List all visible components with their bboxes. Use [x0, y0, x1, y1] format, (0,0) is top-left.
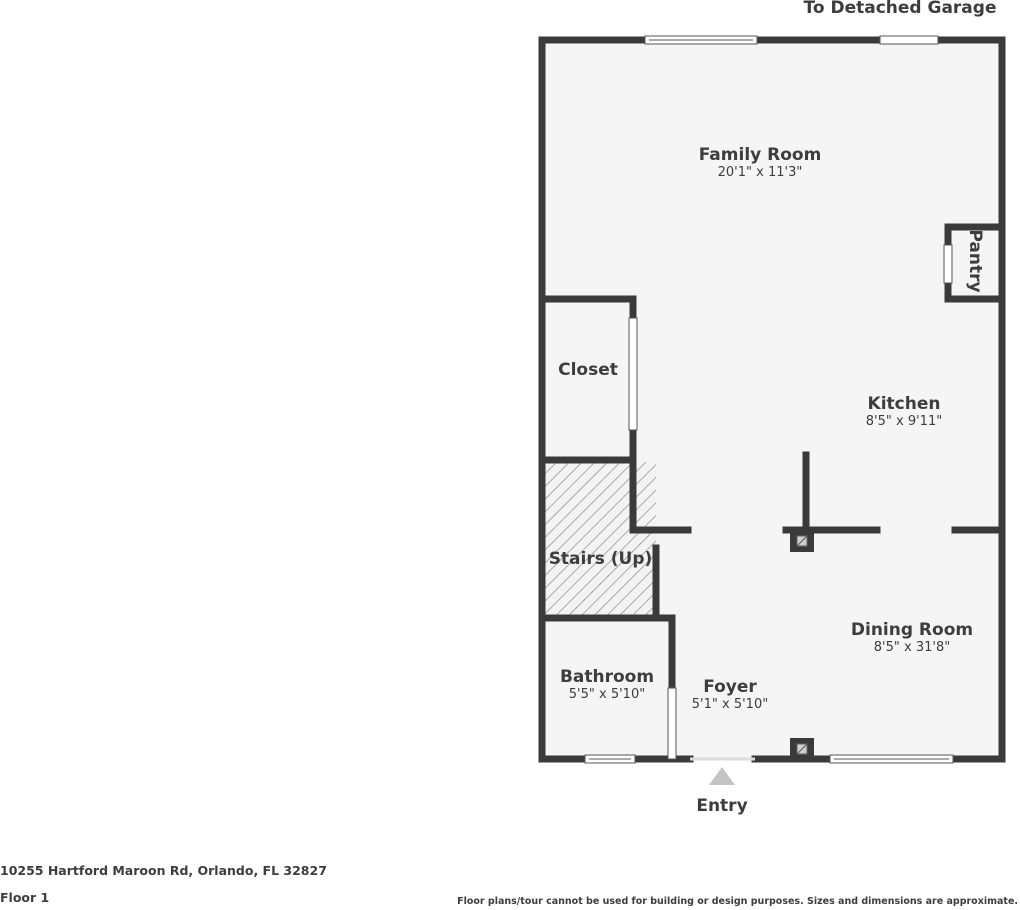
entry-arrow-icon [709, 767, 735, 785]
family-room-name: Family Room [698, 145, 822, 165]
foyer-name: Foyer [703, 677, 757, 697]
kitchen-label: Kitchen 8'5" x 9'11" [804, 394, 1004, 429]
kitchen-dims: 8'5" x 9'11" [865, 414, 943, 429]
family-room-label: Family Room 20'1" x 11'3" [660, 145, 860, 180]
dining-room-dims: 8'5" x 31'8" [873, 640, 951, 655]
floor-text: Floor 1 [0, 890, 50, 905]
foyer-label: Foyer 5'1" x 5'10" [680, 677, 780, 712]
stairs-label: Stairs (Up) [548, 549, 653, 569]
foyer-dims: 5'1" x 5'10" [691, 697, 769, 712]
top-label: To Detached Garage [803, 0, 997, 18]
dining-room-name: Dining Room [850, 620, 974, 640]
floor-area [542, 40, 1002, 759]
stairs-area [545, 462, 656, 615]
kitchen-name: Kitchen [867, 394, 941, 414]
closet-label: Closet [558, 360, 618, 380]
bathroom-name: Bathroom [559, 667, 655, 687]
address-text: 10255 Hartford Maroon Rd, Orlando, FL 32… [0, 863, 327, 878]
entry-label: Entry [696, 796, 748, 816]
disclaimer-text: Floor plans/tour cannot be used for buil… [457, 896, 1018, 907]
dining-room-label: Dining Room 8'5" x 31'8" [812, 620, 1012, 655]
windows [584, 35, 954, 764]
bathroom-label: Bathroom 5'5" x 5'10" [545, 667, 669, 702]
bathroom-dims: 5'5" x 5'10" [568, 687, 646, 702]
columns [790, 530, 814, 760]
pantry-label: Pantry [965, 229, 985, 293]
family-room-dims: 20'1" x 11'3" [717, 165, 803, 180]
walls [538, 36, 1006, 763]
